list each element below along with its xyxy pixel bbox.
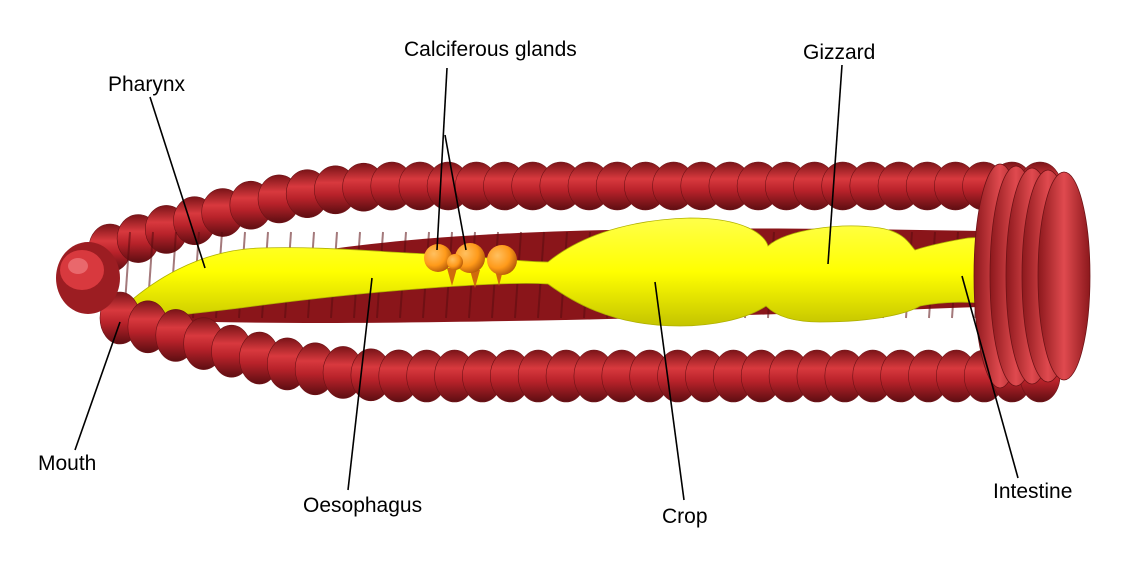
- label-crop: Crop: [662, 505, 708, 528]
- prostomium: [56, 242, 120, 314]
- leader-calciferous-2: [444, 134, 467, 251]
- label-oesophagus: Oesophagus: [303, 494, 422, 517]
- label-mouth: Mouth: [38, 452, 96, 475]
- tail-ring: [1037, 171, 1091, 381]
- leader-mouth: [74, 321, 121, 451]
- label-pharynx: Pharynx: [108, 73, 186, 96]
- leader-oesophagus: [347, 277, 373, 491]
- calciferous-glands: [424, 243, 517, 288]
- leader-lines: [74, 64, 1019, 501]
- leader-intestine: [961, 275, 1019, 479]
- leader-gizzard: [827, 64, 843, 265]
- body-wall-back: [88, 161, 1062, 273]
- body-tail-end: [973, 163, 1091, 389]
- label-calciferous-glands: Calciferous glands: [404, 38, 577, 61]
- leader-crop: [654, 281, 685, 501]
- label-gizzard: Gizzard: [803, 41, 875, 64]
- leader-calciferous-1: [436, 67, 448, 251]
- label-intestine: Intestine: [993, 480, 1072, 503]
- leader-pharynx: [149, 96, 206, 269]
